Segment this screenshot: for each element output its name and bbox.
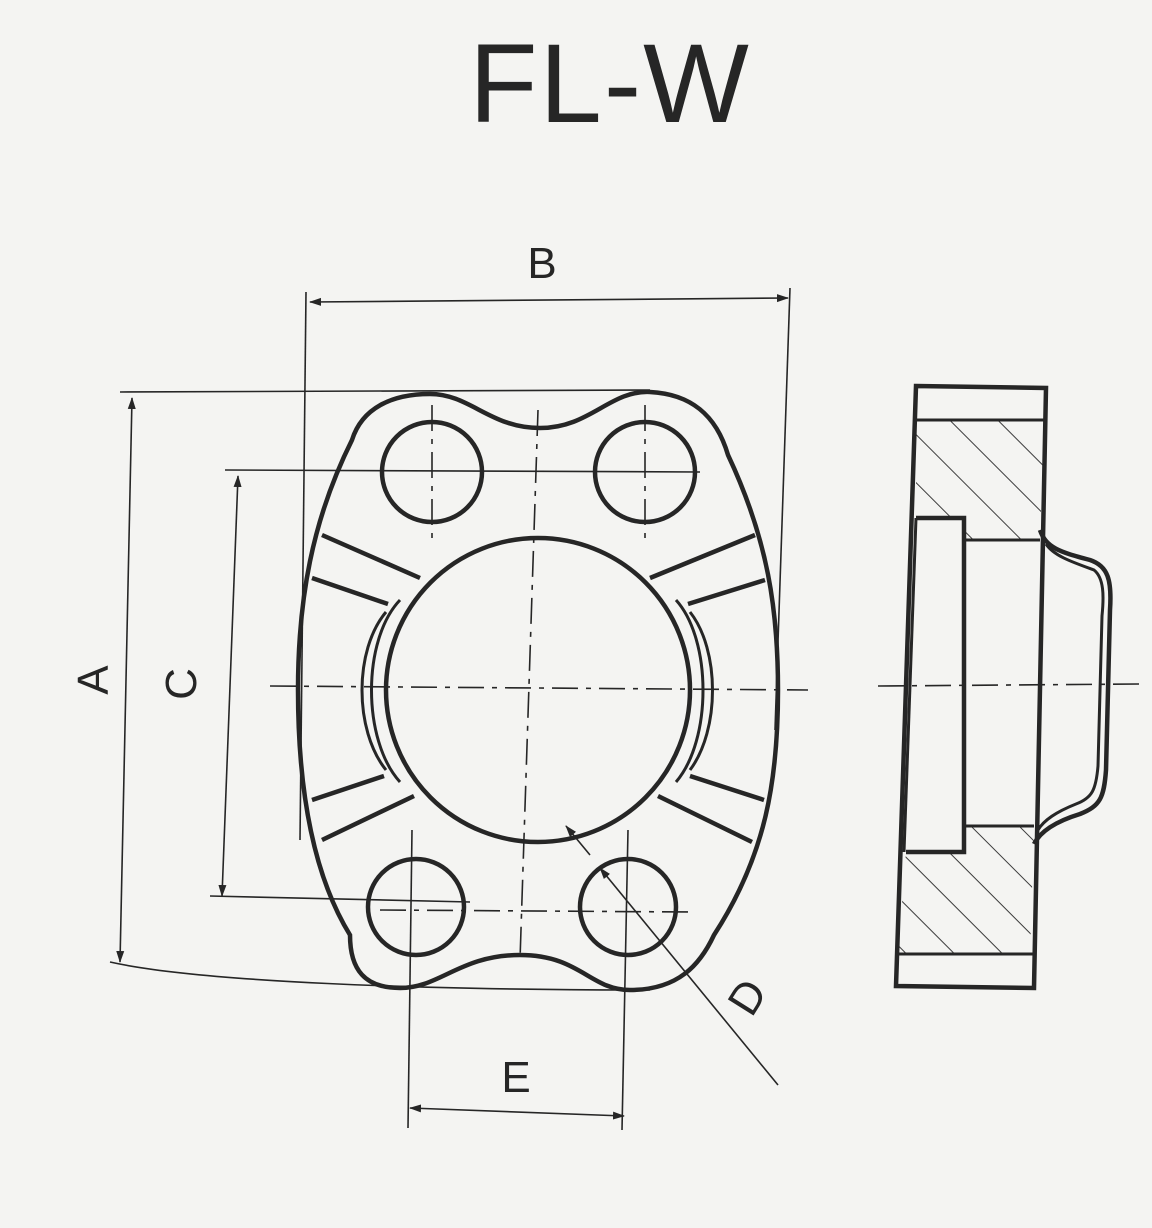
ribs	[311, 532, 766, 845]
dimension-label-e: E	[501, 1053, 530, 1102]
dimension-d	[565, 825, 779, 1086]
dimension-label-b: B	[527, 239, 556, 288]
dimension-b	[299, 287, 791, 841]
counterbore-right-inner	[688, 611, 714, 771]
dimension-a	[109, 389, 651, 991]
dimension-label-c: C	[157, 668, 206, 700]
center-lines	[269, 405, 809, 961]
side-section-view	[877, 383, 1141, 991]
counterbore-left-inner	[360, 611, 388, 771]
center-bore	[383, 535, 693, 845]
dimension-c	[209, 469, 701, 903]
counterbore-left	[370, 598, 402, 784]
dimension-label-a: A	[69, 665, 118, 695]
weld-neck	[1031, 529, 1113, 846]
drawing-title: FL-W	[469, 21, 751, 146]
bolt-hole-bottom-left	[365, 856, 467, 958]
section-hatch-top	[916, 420, 1044, 540]
dimension-label-d: D	[719, 971, 777, 1024]
section-center-line	[877, 683, 1141, 687]
section-counterbore	[906, 515, 967, 855]
dimension-e	[407, 829, 629, 1131]
bolt-hole-bottom-right	[577, 856, 679, 958]
section-outer	[893, 383, 1049, 991]
section-hatch-bottom	[898, 826, 1034, 954]
front-view: B A C D E	[69, 239, 809, 1131]
counterbore-right	[674, 598, 705, 783]
